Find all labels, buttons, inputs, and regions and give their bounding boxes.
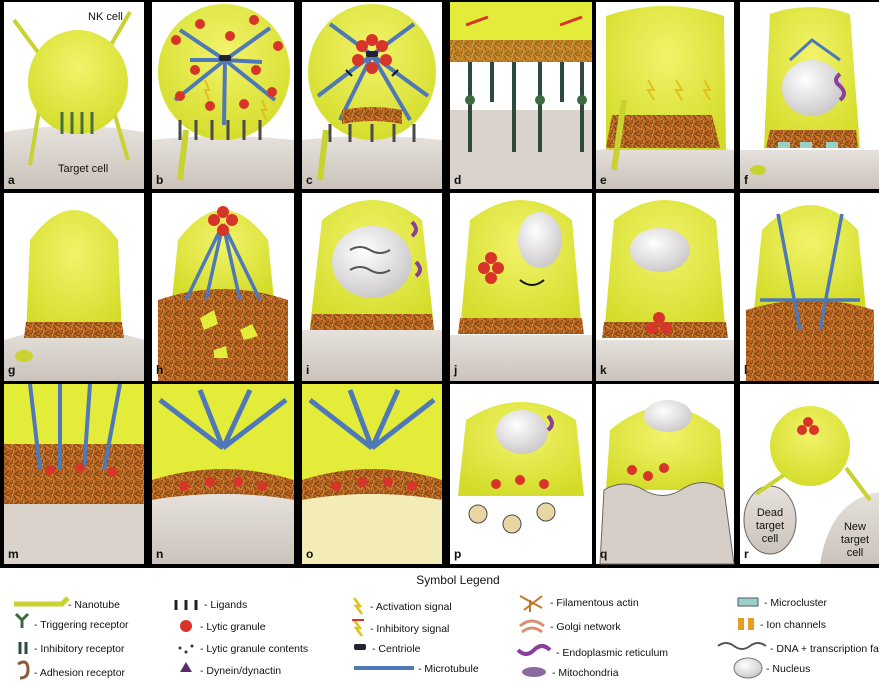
panel-letter-k: k [600, 363, 607, 377]
filamentous-actin-icon [520, 596, 542, 612]
legend-label-ion-channels: - Ion channels [760, 619, 826, 631]
mitochondria-icon [522, 667, 546, 677]
legend-label-dna-transcription: - DNA + transcription fact [770, 643, 879, 655]
panel-o [302, 384, 442, 564]
panel-letter-o: o [306, 547, 313, 561]
panel-n [152, 384, 294, 564]
panel-letter-n: n [156, 547, 163, 561]
legend-label-mitochondria: - Mitochondria [552, 667, 619, 679]
triggering-receptor-icon [16, 614, 28, 628]
panel-l [746, 205, 874, 381]
legend-label-triggering-receptor: - Triggering receptor [34, 619, 129, 631]
centriole-icon [354, 644, 366, 650]
legend-label-microcluster: - Microcluster [764, 597, 828, 609]
panel-letter-a: a [8, 173, 15, 187]
legend-label-lytic-granule: - Lytic granule [200, 621, 266, 633]
legend-label-adhesion-receptor: - Adhesion receptor [34, 667, 126, 679]
legend-title: Symbol Legend [416, 573, 499, 587]
endoplasmic-reticulum-icon [518, 646, 550, 654]
inhibitory-signal-icon [352, 620, 364, 636]
panel-i [302, 200, 442, 381]
panel-letter-c: c [306, 173, 313, 187]
symbol-legend: Symbol Legend - Nanotube - Triggering re… [14, 573, 879, 679]
panel-letter-m: m [8, 547, 19, 561]
golgi-network-icon [520, 621, 544, 632]
dynein-dynactin-icon [180, 662, 192, 672]
panel-letter-b: b [156, 173, 163, 187]
inhibitory-receptor-icon [20, 642, 26, 654]
panel-letter-r: r [744, 547, 749, 561]
panel-c [302, 4, 442, 189]
panel-letter-j: j [453, 363, 457, 377]
legend-label-lytic-granule-contents: - Lytic granule contents [200, 643, 308, 655]
legend-label-endoplasmic-reticulum: - Endoplasmic reticulum [556, 647, 668, 659]
panel-letter-i: i [306, 363, 309, 377]
legend-label-microtubule: - Microtubule [418, 663, 479, 675]
legend-label-dynein-dynactin: - Dynein/dynactin [200, 665, 281, 677]
lytic-granule-icon [180, 620, 192, 632]
panel-letter-g: g [8, 363, 15, 377]
panel-letter-p: p [454, 547, 461, 561]
ligands-icon [176, 600, 196, 610]
legend-label-activation-signal: - Activation signal [370, 601, 452, 613]
lytic-granule-contents-icon [179, 645, 194, 654]
panel-letter-q: q [600, 547, 607, 561]
nk-cell [28, 30, 128, 134]
target-cell-label: Target cell [58, 163, 108, 175]
panel-b [152, 4, 294, 189]
legend-label-ligands: - Ligands [204, 599, 247, 611]
dna-transcription-icon [718, 643, 766, 649]
panel-m [4, 384, 144, 564]
panel-j [450, 200, 592, 381]
target-cell [4, 126, 144, 189]
legend-label-centriole: - Centriole [372, 643, 421, 655]
nk-cell-label: NK cell [88, 11, 123, 23]
legend-label-nucleus: - Nucleus [766, 663, 810, 675]
legend-label-golgi-network: - Golgi network [550, 621, 621, 633]
legend-label-filamentous-actin: - Filamentous actin [550, 597, 639, 609]
panel-letter-e: e [600, 173, 607, 187]
panel-letter-l: l [744, 363, 747, 377]
legend-label-inhibitory-signal: - Inhibitory signal [370, 623, 449, 635]
nanotube-icon [14, 598, 68, 604]
adhesion-receptor-icon [18, 662, 28, 678]
panel-letter-h: h [156, 363, 163, 377]
microcluster-icon [738, 598, 758, 606]
panel-e [596, 6, 734, 189]
ion-channels-icon [738, 618, 754, 630]
activation-signal-icon [354, 598, 362, 614]
panel-k [596, 200, 734, 381]
legend-label-inhibitory-receptor: - Inhibitory receptor [34, 643, 125, 655]
nucleus-icon [734, 658, 762, 678]
panel-letter-d: d [454, 173, 461, 187]
legend-label-nanotube: - Nanotube [68, 599, 120, 611]
